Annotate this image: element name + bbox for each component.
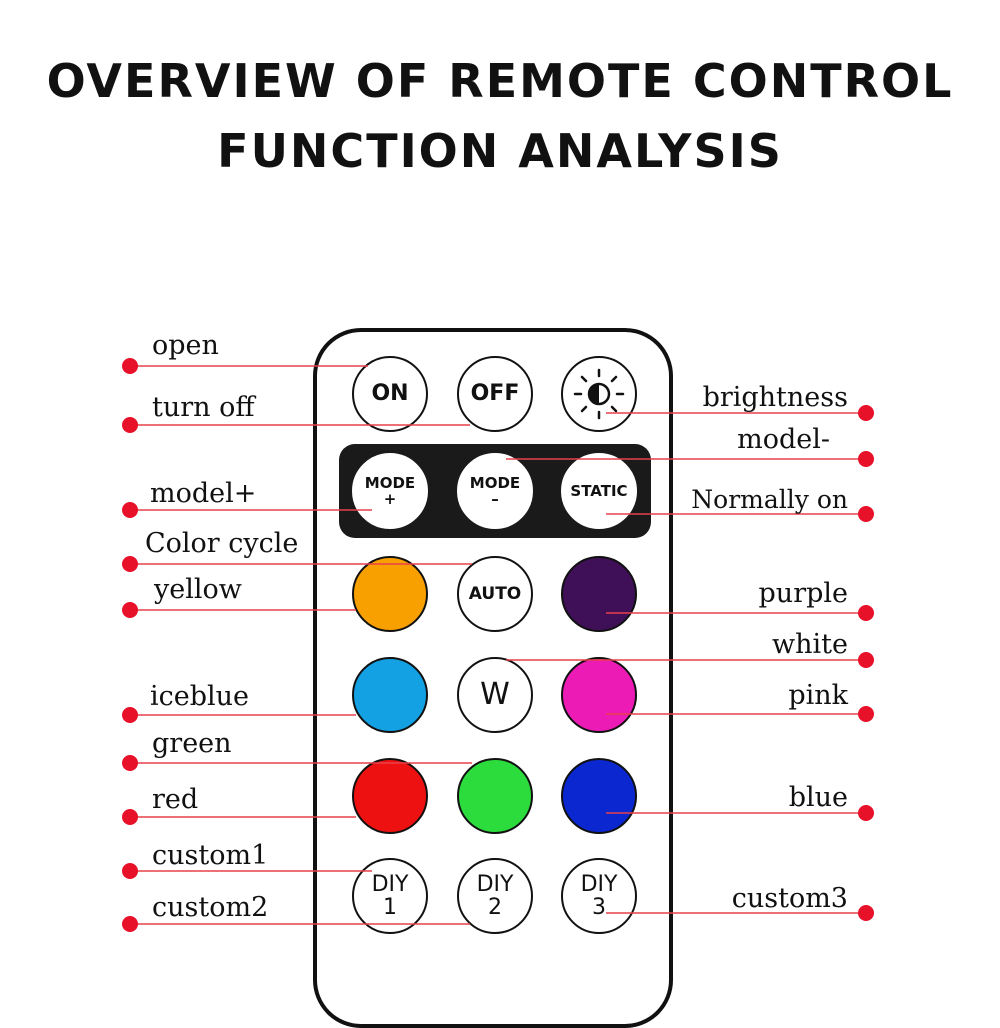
diy2-number: 2 — [488, 895, 502, 920]
purple-button[interactable] — [561, 556, 637, 632]
label-purple: purple — [758, 578, 848, 609]
callout-purple — [606, 605, 874, 621]
callout-color-cycle — [122, 556, 472, 572]
callout-custom1 — [122, 863, 372, 879]
mode-minus-label: MODE — [469, 473, 521, 492]
callout-model-plus — [122, 502, 372, 518]
callout-lines — [122, 358, 874, 932]
static-button[interactable]: STATIC — [561, 453, 637, 529]
diy3-label: DIY — [580, 871, 618, 897]
label-turn-off: turn off — [152, 392, 255, 423]
title-line-2: FUNCTION ANALYSIS — [217, 124, 783, 178]
callout-brightness — [606, 405, 874, 421]
callout-normally-on — [606, 506, 874, 522]
callout-custom2 — [122, 916, 470, 932]
diy1-label: DIY — [371, 871, 409, 897]
label-model-plus: model+ — [150, 478, 257, 509]
mode-plus-sign: + — [383, 490, 397, 508]
label-normally-on: Normally on — [691, 485, 848, 514]
label-brightness: brightness — [702, 382, 848, 413]
callout-blue — [606, 805, 874, 821]
red-button[interactable] — [352, 758, 428, 834]
callout-yellow — [122, 602, 356, 618]
label-blue: blue — [788, 782, 848, 813]
diy2-label: DIY — [476, 871, 514, 897]
callout-red — [122, 809, 356, 825]
callout-turn-off — [122, 417, 470, 433]
on-button[interactable]: ON — [352, 356, 428, 432]
diy3-number: 3 — [592, 895, 606, 920]
label-model-minus: model- — [737, 424, 830, 455]
iceblue-button[interactable] — [352, 657, 428, 733]
brightness-button[interactable] — [561, 356, 637, 432]
mode-minus-sign: – — [491, 490, 499, 508]
green-button[interactable] — [457, 758, 533, 834]
label-green: green — [152, 728, 232, 759]
brightness-icon — [573, 368, 625, 420]
auto-button[interactable]: AUTO — [457, 556, 533, 632]
title-line-1: OVERVIEW OF REMOTE CONTROL — [46, 54, 954, 108]
label-white: white — [772, 629, 848, 660]
mode-plus-button[interactable]: MODE + — [352, 453, 428, 529]
label-yellow: yellow — [154, 574, 242, 605]
callout-iceblue — [122, 707, 356, 723]
white-button[interactable]: W — [457, 657, 533, 733]
diy2-button[interactable]: DIY 2 — [457, 858, 533, 934]
callout-pink — [606, 706, 874, 722]
mode-plus-label: MODE — [364, 473, 416, 492]
static-button-label: STATIC — [570, 481, 628, 500]
label-custom1: custom1 — [152, 840, 269, 871]
label-custom2: custom2 — [152, 892, 269, 923]
yellow-button[interactable] — [352, 556, 428, 632]
blue-button[interactable] — [561, 758, 637, 834]
on-button-label: ON — [371, 381, 409, 406]
label-custom3: custom3 — [731, 883, 848, 914]
label-open: open — [152, 330, 219, 361]
off-button[interactable]: OFF — [457, 356, 533, 432]
callout-white — [506, 652, 874, 668]
diy1-number: 1 — [383, 895, 397, 920]
callout-custom3 — [606, 905, 874, 921]
label-pink: pink — [788, 680, 848, 711]
auto-button-label: AUTO — [468, 583, 522, 604]
off-button-label: OFF — [470, 381, 520, 406]
callout-open — [122, 358, 368, 374]
white-button-label: W — [480, 677, 510, 712]
diy3-button[interactable]: DIY 3 — [561, 858, 637, 934]
pink-button[interactable] — [561, 657, 637, 733]
label-iceblue: iceblue — [150, 681, 250, 712]
label-color-cycle: Color cycle — [145, 528, 299, 559]
callout-model-minus — [506, 451, 874, 467]
callout-green — [122, 755, 472, 771]
mode-minus-button[interactable]: MODE – — [457, 453, 533, 529]
label-red: red — [152, 784, 199, 815]
